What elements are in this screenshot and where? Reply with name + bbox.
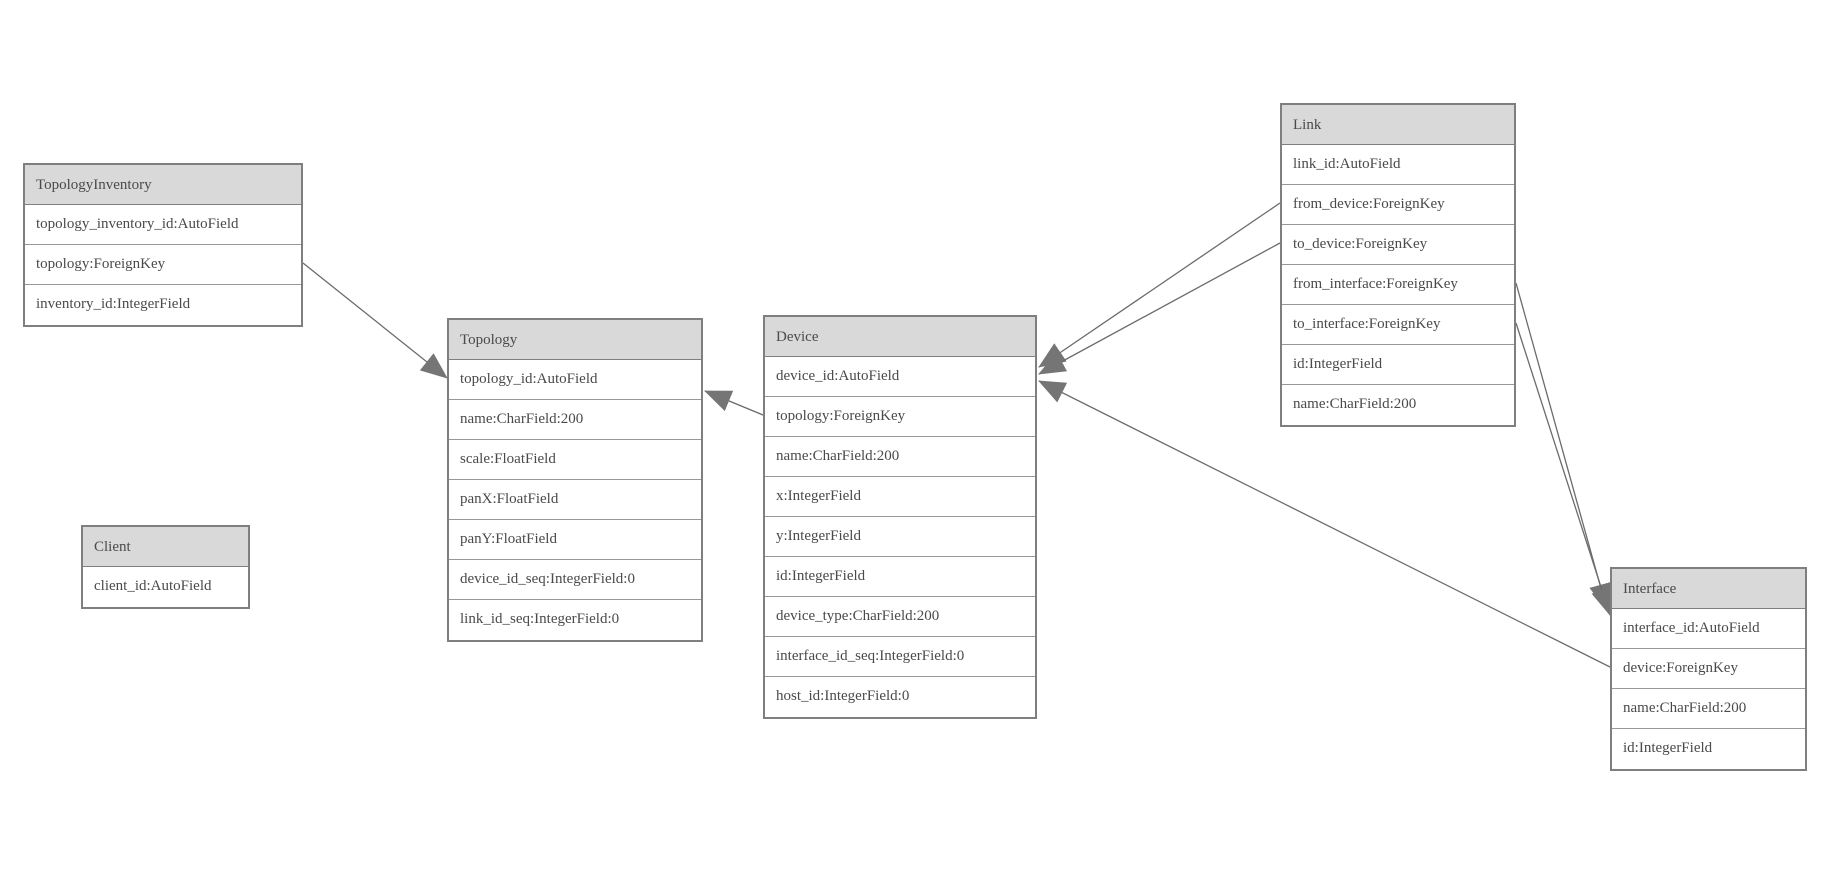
entity-field: to_interface:ForeignKey	[1282, 305, 1514, 345]
entity-title: Client	[83, 527, 248, 567]
entity-field: id:IntegerField	[1282, 345, 1514, 385]
entity-field: name:CharField:200	[765, 437, 1035, 477]
entity-field: interface_id_seq:IntegerField:0	[765, 637, 1035, 677]
entity-field: link_id_seq:IntegerField:0	[449, 600, 701, 640]
entity-field: name:CharField:200	[1612, 689, 1805, 729]
entity-field: panY:FloatField	[449, 520, 701, 560]
entity-interface: Interface interface_id:AutoField device:…	[1610, 567, 1807, 771]
entity-field: interface_id:AutoField	[1612, 609, 1805, 649]
entity-field: id:IntegerField	[1612, 729, 1805, 769]
entity-topology: Topology topology_id:AutoField name:Char…	[447, 318, 703, 642]
entity-field: device_id_seq:IntegerField:0	[449, 560, 701, 600]
entity-field: y:IntegerField	[765, 517, 1035, 557]
entity-field: link_id:AutoField	[1282, 145, 1514, 185]
entity-field: id:IntegerField	[765, 557, 1035, 597]
entity-link: Link link_id:AutoField from_device:Forei…	[1280, 103, 1516, 427]
entity-field: topology_inventory_id:AutoField	[25, 205, 301, 245]
edge-link-frominterface-interface	[1515, 282, 1611, 611]
entity-field: name:CharField:200	[1282, 385, 1514, 425]
entity-field: scale:FloatField	[449, 440, 701, 480]
edge-link-tointerface-interface	[1515, 322, 1613, 616]
entity-field: device_id:AutoField	[765, 357, 1035, 397]
entity-field: to_device:ForeignKey	[1282, 225, 1514, 265]
entity-client: Client client_id:AutoField	[81, 525, 250, 609]
entity-field: client_id:AutoField	[83, 567, 248, 607]
entity-title: Topology	[449, 320, 701, 360]
entity-field: name:CharField:200	[449, 400, 701, 440]
edge-link-todevice-device	[1038, 242, 1281, 375]
entity-field: from_interface:ForeignKey	[1282, 265, 1514, 305]
entity-device: Device device_id:AutoField topology:Fore…	[763, 315, 1037, 719]
entity-field: inventory_id:IntegerField	[25, 285, 301, 325]
entity-title: Interface	[1612, 569, 1805, 609]
edge-device-topology	[704, 390, 764, 416]
entity-title: TopologyInventory	[25, 165, 301, 205]
entity-field: host_id:IntegerField:0	[765, 677, 1035, 717]
entity-field: panX:FloatField	[449, 480, 701, 520]
edge-topologyinventory-topology	[302, 262, 448, 379]
entity-title: Link	[1282, 105, 1514, 145]
entity-field: x:IntegerField	[765, 477, 1035, 517]
entity-title: Device	[765, 317, 1035, 357]
entity-field: device:ForeignKey	[1612, 649, 1805, 689]
edge-link-fromdevice-device	[1038, 202, 1281, 368]
entity-field: device_type:CharField:200	[765, 597, 1035, 637]
entity-field: topology_id:AutoField	[449, 360, 701, 400]
entity-topology-inventory: TopologyInventory topology_inventory_id:…	[23, 163, 303, 327]
entity-field: topology:ForeignKey	[765, 397, 1035, 437]
entity-field: topology:ForeignKey	[25, 245, 301, 285]
entity-field: from_device:ForeignKey	[1282, 185, 1514, 225]
